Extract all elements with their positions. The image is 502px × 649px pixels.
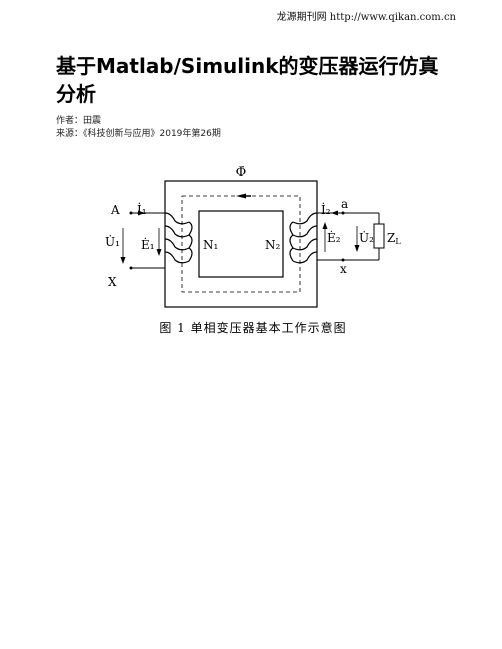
e2-arrow (322, 222, 328, 229)
voltage-primary-label: U̇₁ (105, 234, 120, 249)
terminal-a: a (341, 197, 348, 211)
source-header: 龙源期刊网 http://www.qikan.com.cn (276, 12, 456, 23)
i2-arrow (331, 210, 338, 216)
transformer-diagram: Φ̇ (105, 165, 401, 335)
core-window (198, 210, 284, 278)
u2-arrow (354, 245, 360, 252)
current-secondary-label: İ₂ (321, 202, 331, 217)
article-title: 基于Matlab/Simulink的变压器运行仿真分析 (56, 54, 439, 106)
core-outer (164, 180, 318, 308)
winding-secondary-label: N₂ (265, 238, 281, 252)
flux-label: Φ̇ (236, 165, 247, 180)
load-subscript: L (395, 237, 401, 246)
load-impedance (373, 223, 385, 249)
terminal-x: x (340, 262, 347, 276)
i1-arrow (138, 210, 145, 216)
transformer-figure: Φ̇ (103, 156, 403, 346)
source-info-line: 来源：《科技创新与应用》2019年第26期 (56, 129, 221, 139)
voltage-secondary-label: U̇₂ (359, 230, 374, 245)
e1-arrow (156, 249, 162, 256)
emf-secondary-label: Ė₂ (327, 230, 341, 245)
flux-path (181, 195, 301, 293)
figure-caption: 图 1 单相变压器基本工作示意图 (159, 320, 346, 335)
u1-arrow (120, 257, 126, 264)
secondary-winding (289, 212, 318, 264)
load-label: ZL (387, 231, 401, 246)
winding-primary-label: N₁ (203, 238, 218, 252)
emf-primary-label: Ė₁ (141, 237, 155, 252)
current-primary-label: İ₁ (137, 202, 147, 217)
terminal-A: A (110, 203, 120, 217)
primary-winding (164, 212, 193, 264)
author-line: 作者：田震 (56, 116, 102, 126)
terminal-X: X (108, 275, 117, 289)
